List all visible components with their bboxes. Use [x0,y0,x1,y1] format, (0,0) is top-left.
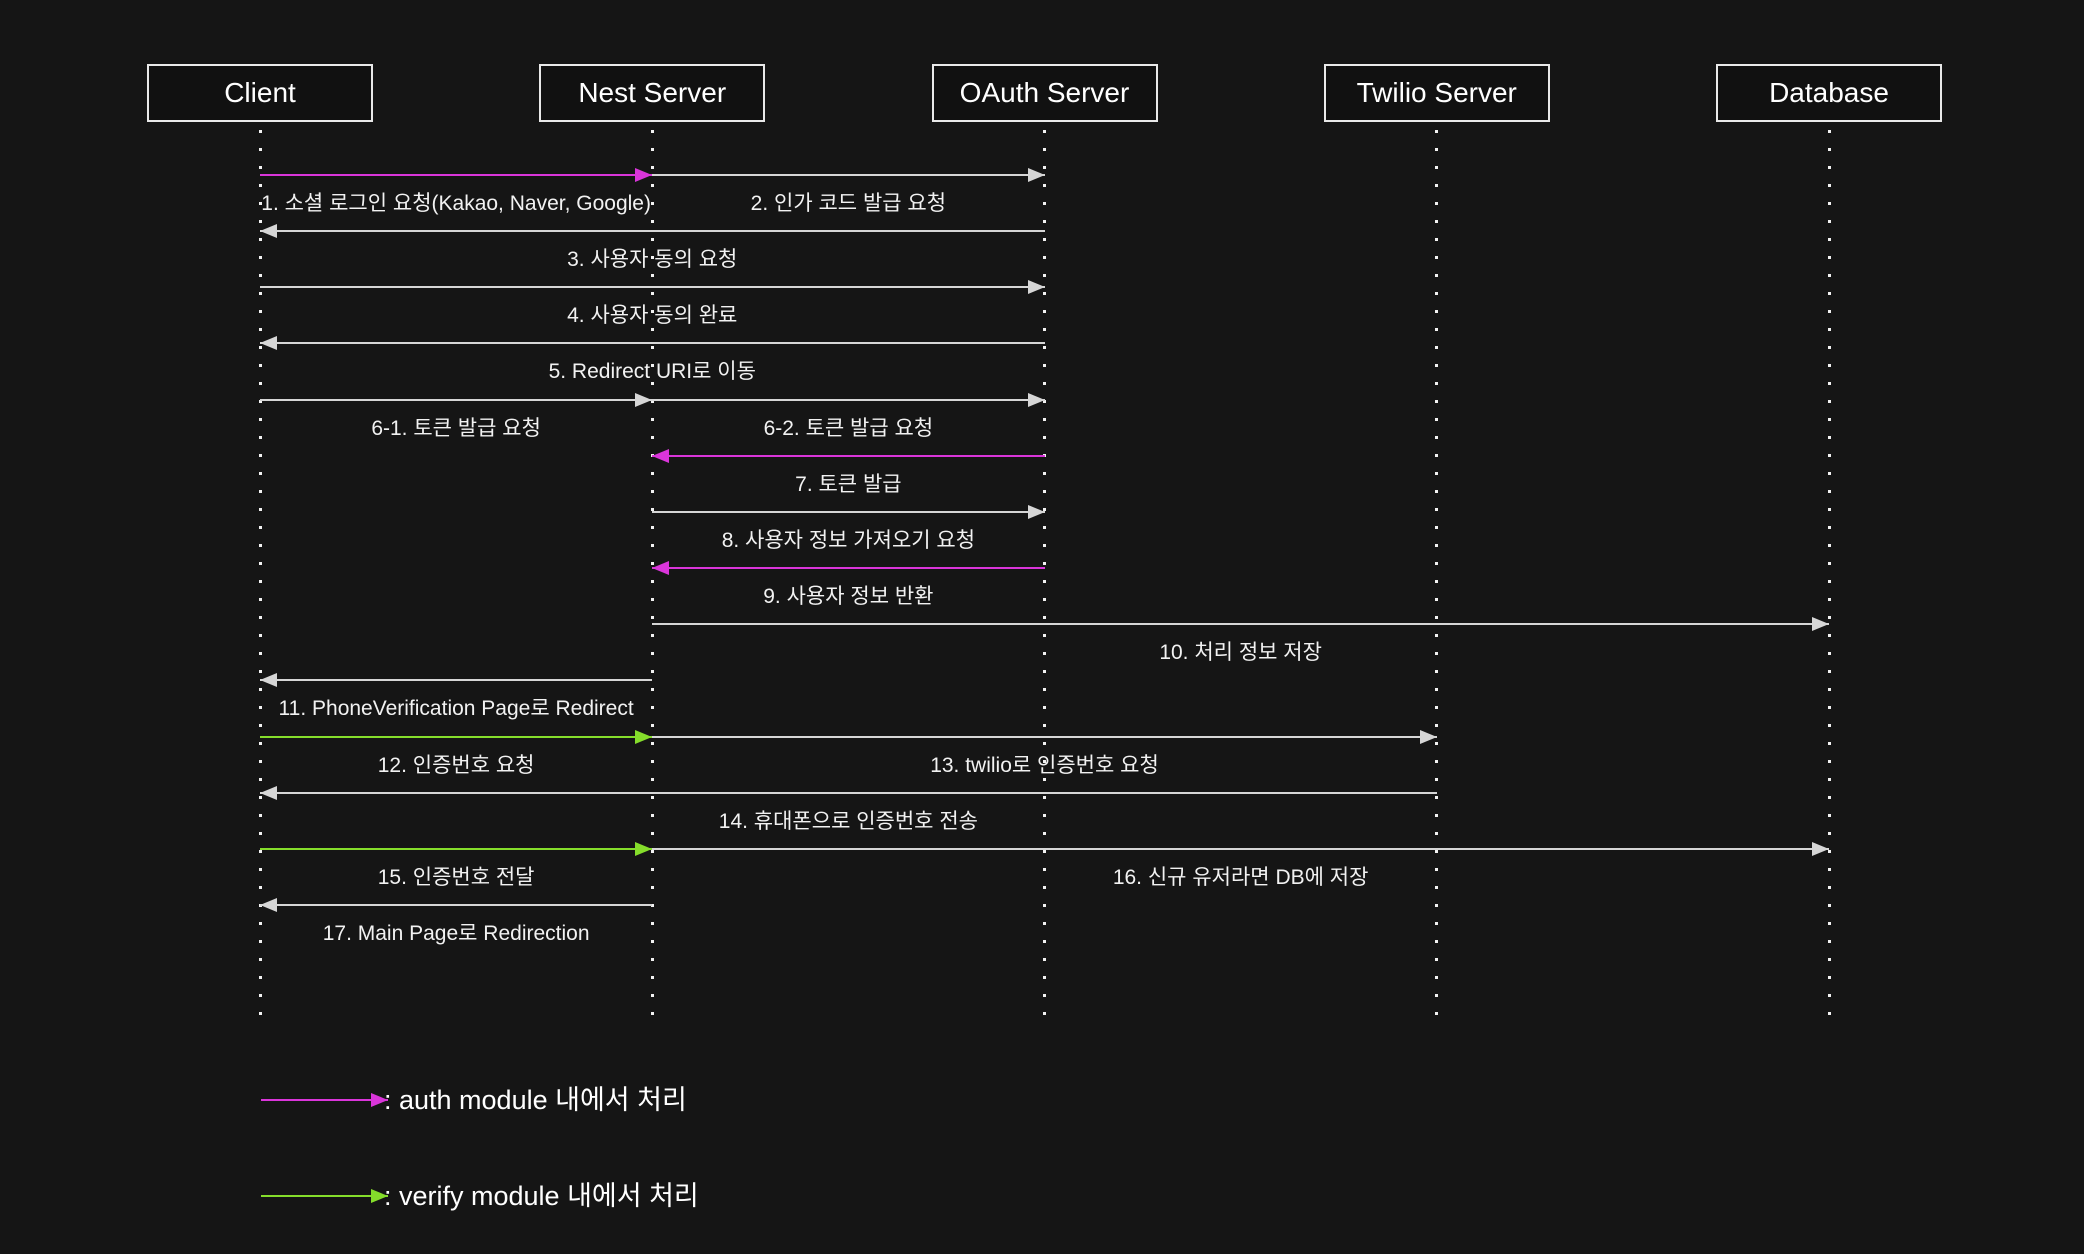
message-line-17 [652,847,1829,850]
message-arrowhead-9 [1027,504,1045,519]
message-line-12 [260,679,653,682]
actor-box-nest-server: Nest Server [539,64,766,122]
message-label-8: 7. 토큰 발급 [795,472,902,496]
legend-label-auth: : auth module 내에서 처리 [384,1085,687,1115]
actor-label-oauth-server: OAuth Server [959,77,1130,108]
message-line-1 [260,174,653,176]
message-label-16: 15. 인증번호 전달 [377,865,535,889]
message-label-4: 4. 사용자 동의 완료 [567,304,738,328]
message-line-2 [652,174,1045,176]
message-label-3: 3. 사용자 동의 요청 [567,248,738,272]
message-arrowhead-17 [1812,841,1829,856]
message-arrowhead-12 [260,673,277,688]
message-arrowhead-15 [260,785,277,800]
message-arrowhead-legend-verify [371,1189,388,1203]
message-line-9 [652,510,1045,513]
message-label-14: 13. twilio로 인증번호 요청 [930,753,1159,777]
message-line-10 [652,567,1045,570]
message-label-17: 16. 신규 유저라면 DB에 저장 [1112,865,1369,889]
actor-box-twilio-server: Twilio Server [1323,64,1550,122]
actor-label-twilio-server: Twilio Server [1356,77,1517,108]
message-label-2: 2. 인가 코드 발급 요청 [750,192,947,215]
actor-box-database: Database [1716,64,1942,122]
message-arrowhead-16 [635,841,653,856]
message-line-8 [652,454,1045,457]
message-label-1: 1. 소셜 로그인 요청(Kakao, Naver, Google) [261,192,651,215]
message-arrowhead-2 [1027,168,1045,182]
actor-box-client: Client [147,64,373,122]
message-line-14 [652,735,1437,738]
message-line-3 [260,230,1045,233]
message-arrowhead-13 [635,729,653,744]
message-arrowhead-10 [652,561,670,576]
lifeline-oauth-server [1043,130,1046,1015]
message-arrowhead-4 [1027,280,1045,295]
message-line-18 [260,903,653,906]
message-arrowhead-11 [1812,617,1829,632]
message-arrowhead-18 [260,897,277,912]
message-line-5 [260,342,1045,345]
message-line-11 [652,623,1829,626]
message-label-7: 6-2. 토큰 발급 요청 [763,416,934,440]
message-arrowhead-7 [1027,392,1045,407]
message-arrowhead-6 [635,392,653,407]
message-line-7 [652,398,1045,401]
message-arrowhead-legend-auth [371,1093,388,1107]
actor-label-client: Client [224,77,296,108]
actor-label-nest-server: Nest Server [578,77,727,108]
lifeline-twilio-server [1435,130,1439,1015]
message-line-15 [260,791,1437,794]
actor-box-oauth-server: OAuth Server [931,64,1158,122]
lifeline-database [1827,130,1831,1015]
message-arrowhead-14 [1419,729,1437,744]
message-label-6: 6-1. 토큰 발급 요청 [371,416,541,440]
message-line-16 [260,847,653,850]
message-label-9: 8. 사용자 정보 가져오기 요청 [721,528,976,552]
message-label-13: 12. 인증번호 요청 [377,753,535,777]
message-arrowhead-8 [652,448,670,463]
message-line-13 [260,735,653,738]
legend-label-verify: : verify module 내에서 처리 [384,1181,699,1211]
message-line-legend-auth [261,1099,388,1101]
message-line-4 [260,286,1045,289]
message-label-5: 5. Redirect URI로 이동 [548,360,756,384]
message-label-10: 9. 사용자 정보 반환 [763,585,934,609]
lifeline-client [258,130,262,1015]
message-arrowhead-5 [260,336,277,351]
message-arrowhead-1 [635,168,653,182]
message-label-11: 10. 처리 정보 저장 [1159,641,1322,665]
message-label-18: 17. Main Page로 Redirection [322,921,590,945]
message-line-6 [260,398,653,401]
actor-label-database: Database [1769,77,1889,108]
message-label-12: 11. PhoneVerification Page로 Redirect [278,697,634,721]
message-line-legend-verify [261,1195,388,1197]
message-label-15: 14. 휴대폰으로 인증번호 전송 [718,809,978,833]
message-arrowhead-3 [260,224,277,239]
